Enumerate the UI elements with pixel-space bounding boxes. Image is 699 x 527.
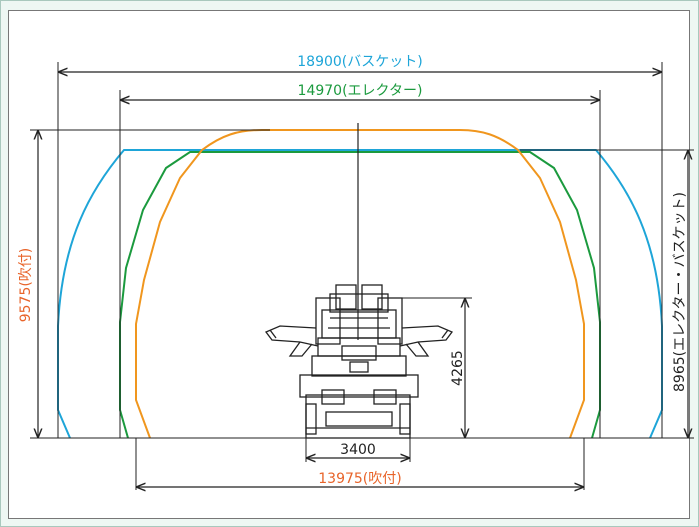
erector-basket-height-label: 8965(エレクター・バスケット) [672,192,688,392]
dimension-lines [38,72,688,487]
spray-envelope [135,129,585,439]
spray-height-label: 9575(吹付) [18,248,34,323]
machine-width-label: 3400 [340,442,376,458]
basket-width-label: 18900(バスケット) [297,54,422,70]
erector-envelope [119,151,601,439]
spray-width-label: 13975(吹付) [318,471,401,487]
tunnel-machine [264,284,454,439]
erector-width-label: 14970(エレクター) [298,83,423,99]
basket-envelope [57,149,663,439]
machine-height-label: 4265 [450,350,466,386]
